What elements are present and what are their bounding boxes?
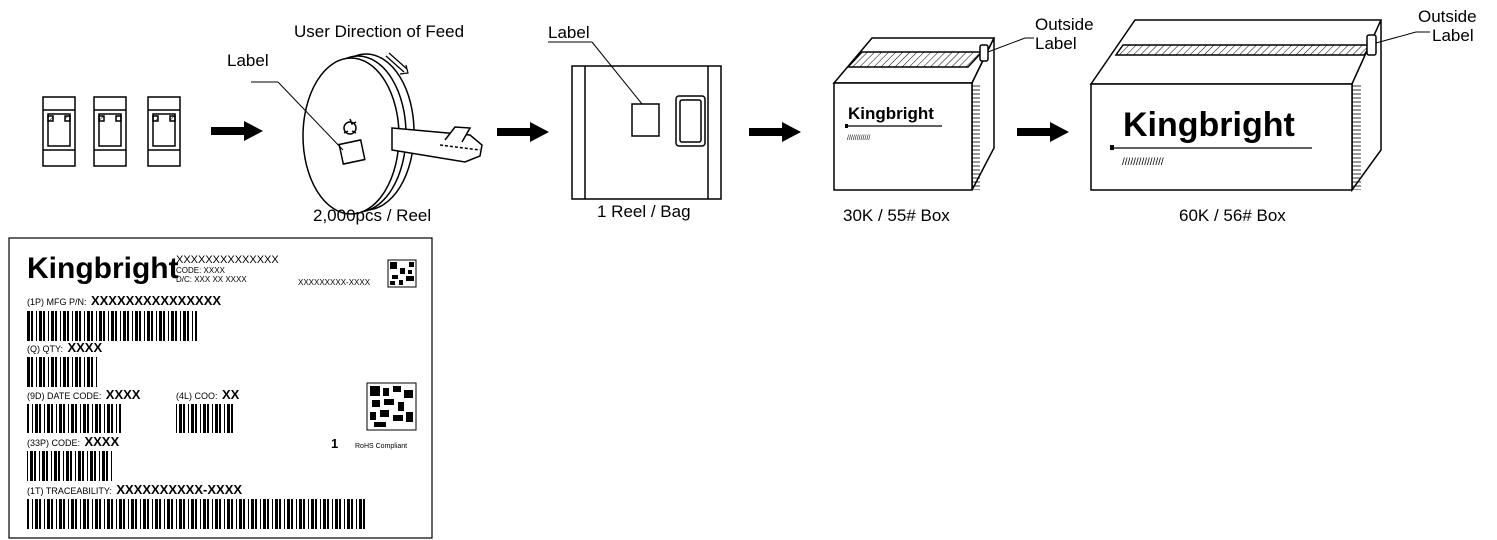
box2-hatch-text: /////////////// <box>1122 157 1164 168</box>
box-small-icon <box>832 37 996 191</box>
rohs-text: RoHS Compliant <box>355 443 407 450</box>
label-code-line: CODE: XXXX <box>176 266 226 275</box>
box1-outside-label-line1: Outside <box>1035 15 1094 34</box>
qr-code-large-icon <box>366 382 417 431</box>
reel-label-card: Kingbright XXXXXXXXXXXXXX CODE: XXXX D/C… <box>8 237 433 539</box>
bag-label-callout: Label <box>548 23 590 42</box>
feed-direction-title: User Direction of Feed <box>294 22 464 41</box>
caption-reel: 2,000pcs / Reel <box>313 206 431 225</box>
arrow-right-icon <box>749 122 801 142</box>
qty-line: (Q) QTY: XXXX <box>27 339 102 356</box>
date-line: (9D) DATE CODE: XXXX <box>27 386 141 403</box>
arrow-right-icon <box>1017 122 1069 142</box>
feed-direction-arrow-icon <box>385 52 409 75</box>
arrow-right-icon <box>497 122 549 142</box>
mfg-line: (1P) MFG P/N: XXXXXXXXXXXXXXX <box>27 292 221 309</box>
label-top-code: XXXXXXXXXXXXXX <box>176 254 279 266</box>
barcode-date <box>27 404 121 433</box>
barcode-coo <box>176 404 233 433</box>
box2-brand: Kingbright <box>1123 106 1295 144</box>
box1-callout-line <box>987 37 1034 53</box>
code-line: (33P) CODE: XXXX <box>27 433 119 450</box>
trace-line: (1T) TRACEABILITY: XXXXXXXXXX-XXXX <box>27 481 242 498</box>
led-component-1 <box>42 96 76 167</box>
box2-callout-line <box>1375 31 1430 44</box>
reel-icon <box>251 53 483 215</box>
box-large-icon <box>1089 19 1383 193</box>
box1-outside-label-line2: Label <box>1035 34 1077 53</box>
label-serial: XXXXXXXXX-XXXX <box>298 278 371 287</box>
count-value: 1 <box>331 436 338 451</box>
box2-outside-label-line1: Outside <box>1418 7 1477 26</box>
box2-outside-label-line2: Label <box>1432 26 1474 45</box>
caption-bag: 1 Reel / Bag <box>597 202 691 221</box>
barcode-trace <box>27 499 365 529</box>
caption-box-30k: 30K / 55# Box <box>843 206 950 225</box>
barcode-qty <box>27 357 97 387</box>
barcode-code <box>27 451 112 481</box>
reel-label-callout: Label <box>227 51 269 70</box>
coo-line: (4L) COO: XX <box>176 386 240 403</box>
label-brand: Kingbright <box>27 252 179 285</box>
led-component-3 <box>147 96 181 167</box>
qr-code-icon <box>387 259 417 288</box>
led-component-2 <box>93 96 127 167</box>
arrow-right-icon <box>211 121 263 141</box>
bag-icon <box>548 41 722 200</box>
barcode-mfg <box>27 311 197 341</box>
caption-box-60k: 60K / 56# Box <box>1179 206 1286 225</box>
box1-hatch-text: //////////// <box>847 135 870 142</box>
box1-brand: Kingbright <box>848 104 934 123</box>
label-dc-line: D/C: XXX XX XXXX <box>176 275 247 284</box>
